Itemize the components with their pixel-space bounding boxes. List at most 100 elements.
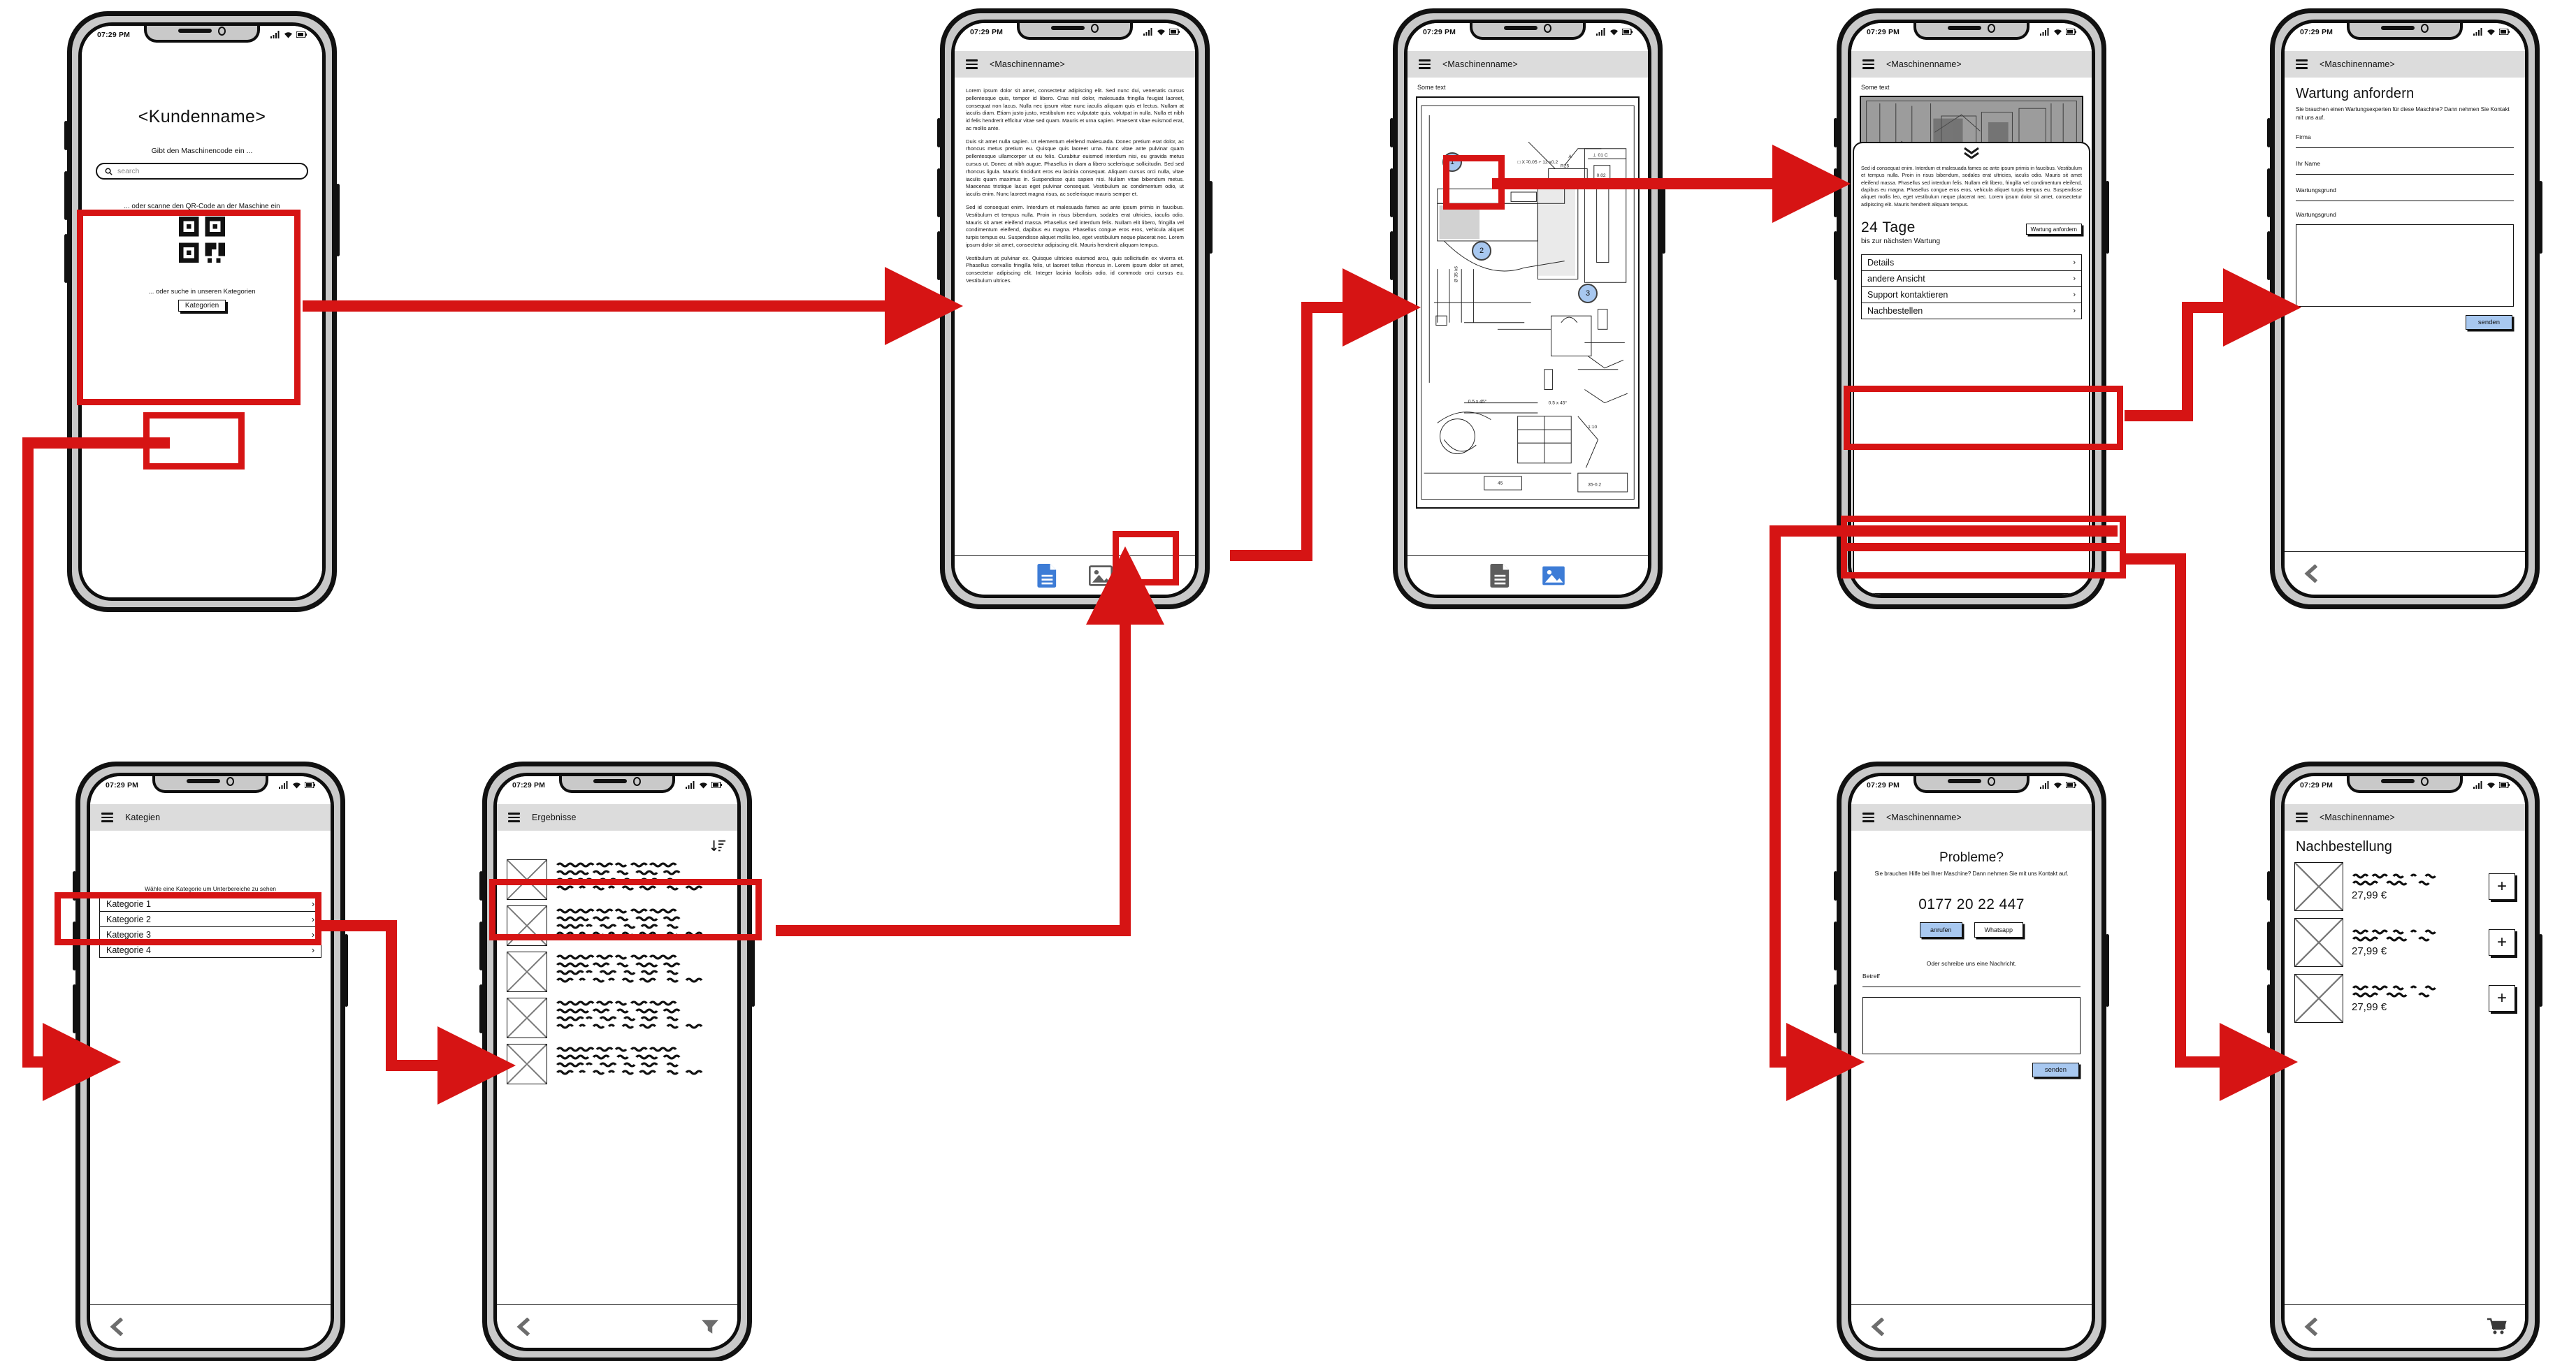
phone-side-button [2267,871,2271,901]
menu-item-contact-support[interactable]: Support kontaktieren › [1862,287,2081,304]
hamburger-menu-icon[interactable] [1862,813,1874,822]
wifi-icon [2054,29,2062,36]
phone-side-button [937,118,941,147]
categories-button[interactable]: Kategorien [178,300,226,312]
back-chevron-icon[interactable] [108,1317,126,1336]
earpiece-speaker [593,779,627,783]
svg-text:A: A [1568,154,1572,159]
sort-descending-icon[interactable] [711,838,726,854]
phone-notch [559,776,675,793]
result-row[interactable] [497,900,737,946]
status-bar: 07:29 PM [2285,23,2525,51]
result-row[interactable] [497,1038,737,1084]
earpiece-speaker [187,779,220,783]
document-tab-icon[interactable] [1037,563,1058,588]
technical-drawing[interactable]: □ X ᴲ0.05 ⌐ 12 x0.2 ⊥ 01 C 0.02 A R25 0.… [1416,96,1640,509]
app-bar-title: <Maschinenname> [1886,59,1962,69]
category-item-2[interactable]: Kategorie 2 › [100,912,321,927]
support-phone-number[interactable]: 0177 20 22 447 [1918,896,2025,912]
reason-textarea[interactable] [2296,224,2514,307]
category-item-4[interactable]: Kategorie 4 › [100,942,321,957]
add-item-button[interactable]: + [2489,985,2515,1012]
menu-item-reorder[interactable]: Nachbestellen › [1862,303,2081,319]
image-tab-icon[interactable] [1089,565,1113,586]
document-body[interactable]: Lorem ipsum dolor sit amet, consectetur … [955,78,1195,555]
drawing-marker-1[interactable]: 1 [1442,152,1462,172]
menu-item-other-view[interactable]: andere Ansicht › [1862,271,2081,288]
field-name[interactable]: Ihr Name [2296,160,2514,175]
result-row[interactable] [497,992,737,1038]
phone-side-button [2267,118,2271,147]
whatsapp-button[interactable]: Whatsapp [1974,922,2024,938]
maintenance-menu: Details › andere Ansicht › Support konta… [1861,254,2082,320]
status-bar: 07:29 PM [1408,23,1648,51]
app-bar: Ergebnisse [497,804,737,831]
field-reason[interactable]: Wartungsgrund [2296,187,2514,202]
earpiece-speaker [2381,26,2415,30]
drawing-marker-2[interactable]: 2 [1472,241,1491,261]
collapse-sheet-button[interactable] [1861,147,2082,162]
hamburger-menu-icon[interactable] [1419,59,1431,69]
status-time: 07:29 PM [2300,781,2333,789]
image-tab-icon[interactable] [1542,565,1565,586]
phone-notch [1470,23,1586,40]
category-item-1[interactable]: Kategorie 1 › [100,896,321,912]
svg-text:35-0.2: 35-0.2 [1588,482,1601,487]
category-item-3[interactable]: Kategorie 3 › [100,927,321,942]
result-row[interactable] [497,946,737,992]
send-button[interactable]: senden [2465,315,2512,330]
hamburger-menu-icon[interactable] [966,59,978,69]
scribble-lines-icon [556,1000,703,1029]
drawing-marker-3[interactable]: 3 [1578,284,1598,303]
phone-side-button [479,922,483,970]
add-item-button[interactable]: + [2489,873,2515,900]
document-tab-icon[interactable] [1490,563,1511,588]
status-time: 07:29 PM [970,28,1004,36]
phone-power-button [2539,181,2542,254]
search-input[interactable]: search [96,163,308,180]
signal-icon [1596,28,1605,36]
request-maintenance-button[interactable]: Wartung anfordern [2025,224,2082,235]
category-label: Kategorie 3 [106,929,151,940]
phone-drawing-screen: 07:29 PM <Maschinenname> Some text [1390,8,1665,609]
phone-side-button [2267,922,2271,970]
battery-icon [1622,29,1633,35]
send-button[interactable]: senden [2032,1063,2079,1077]
back-chevron-icon[interactable] [515,1317,533,1336]
categories-list: Kategorie 1 › Kategorie 2 › Kategorie 3 … [99,896,321,958]
back-chevron-icon[interactable] [2303,564,2321,583]
menu-item-label: andere Ansicht [1867,274,1925,284]
filter-icon[interactable] [701,1318,719,1335]
front-camera-icon [633,776,641,786]
hamburger-menu-icon[interactable] [2296,59,2308,69]
hamburger-menu-icon[interactable] [1862,59,1874,69]
search-icon [105,168,113,175]
call-button[interactable]: anrufen [1919,922,1962,938]
qr-code-icon[interactable] [179,217,225,263]
chevron-double-down-icon [1964,147,1979,159]
back-chevron-icon[interactable] [1869,1317,1888,1336]
machine-code-label: Gibt den Maschinencode ein ... [151,147,253,155]
field-label: Wartungsgrund [2296,187,2336,194]
status-bar: 07:29 PM [2285,776,2525,804]
add-item-button[interactable]: + [2489,929,2515,956]
app-bar-title: <Maschinenname> [2320,813,2395,822]
menu-item-details[interactable]: Details › [1862,255,2081,272]
hamburger-menu-icon[interactable] [101,813,113,822]
result-row[interactable] [497,854,737,900]
hamburger-menu-icon[interactable] [2296,813,2308,822]
app-bar: <Maschinenname> [1408,51,1648,78]
hamburger-menu-icon[interactable] [508,813,520,822]
front-camera-icon [1988,776,1995,786]
shopping-cart-icon[interactable] [2487,1318,2507,1335]
message-textarea[interactable] [1862,997,2081,1054]
field-firma[interactable]: Firma [2296,133,2514,149]
app-bar-title: Kategien [125,813,161,822]
field-subject[interactable]: Betreff [1862,973,2081,987]
back-chevron-icon[interactable] [2303,1317,2321,1336]
app-bar: Kategien [90,804,331,831]
chevron-right-icon: › [2073,291,2076,300]
phone-side-button [1834,168,1837,217]
chevron-right-icon: › [2073,259,2076,268]
phone-side-button [64,234,68,283]
